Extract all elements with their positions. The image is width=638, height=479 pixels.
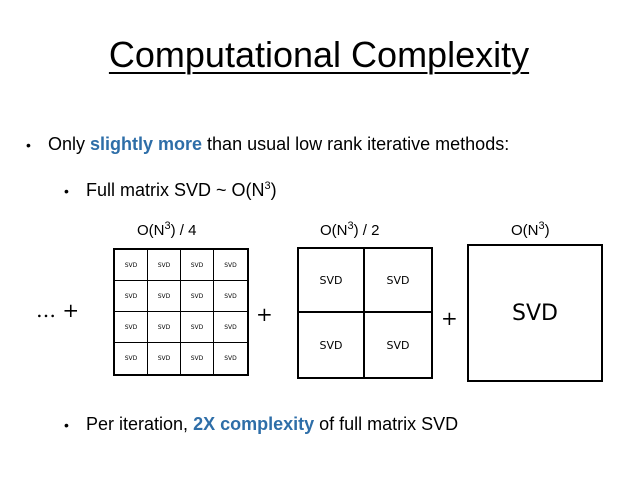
svd-cell: SVD — [214, 281, 247, 312]
bullet-text-post: than usual low rank iterative methods: — [202, 134, 510, 154]
bullet-icon: • — [64, 183, 69, 199]
svd-cell: SVD — [299, 313, 365, 377]
bullet-icon: • — [26, 137, 31, 153]
bullet-text-pre: Only — [48, 134, 91, 154]
block-label-half: O(N3) / 2 — [320, 220, 380, 239]
bullet-icon: • — [64, 417, 69, 433]
svd-cell: SVD — [181, 281, 214, 312]
svd-cell: SVD — [115, 281, 148, 312]
bullet-text-post: ) — [270, 180, 277, 200]
bullet-only-slightly-more: • Only slightly more than usual low rank … — [26, 134, 509, 155]
svd-cell: SVD — [214, 250, 247, 281]
bullet-per-iteration: • Per iteration, 2X complexity of full ma… — [64, 414, 458, 435]
svd-cell: SVD — [386, 338, 410, 352]
svd-cell: SVD — [148, 312, 181, 343]
svd-cell: SVD — [148, 343, 181, 374]
bullet-highlight: slightly more — [90, 134, 203, 154]
svd-cell: SVD — [365, 249, 431, 313]
bullet-highlight: 2X complexity — [193, 414, 315, 434]
svd-full-matrix: SVD — [467, 244, 603, 382]
svd-cell: SVD — [224, 355, 237, 362]
bullet-text-pre: Per iteration, — [86, 414, 194, 434]
slide-title: Computational Complexity — [108, 34, 530, 75]
svd-cell: SVD — [299, 249, 365, 313]
svd-cell: SVD — [214, 312, 247, 343]
svd-cell: SVD — [512, 300, 558, 326]
svd-cell: SVD — [115, 343, 148, 374]
svd-cell: SVD — [148, 281, 181, 312]
svd-cell: SVD — [115, 250, 148, 281]
svd-cell: SVD — [115, 312, 148, 343]
plus-sign: + — [256, 302, 273, 326]
bullet-text-post: of full matrix SVD — [314, 414, 459, 434]
bullet-text-pre: Full matrix SVD ~ O(N — [86, 180, 265, 200]
ellipsis-plus: … + — [36, 298, 80, 322]
exponent: 3 — [264, 180, 271, 192]
svd-cell: SVD — [181, 343, 214, 374]
svd-cell: SVD — [181, 312, 214, 343]
svd-cell: SVD — [148, 250, 181, 281]
plus-sign: + — [441, 306, 458, 330]
svd-cell: SVD — [181, 250, 214, 281]
block-label-quarter: O(N3) / 4 — [137, 220, 197, 239]
bullet-full-matrix-svd: • Full matrix SVD ~ O(N3) — [64, 180, 277, 201]
block-label-full: O(N3) — [511, 220, 550, 239]
